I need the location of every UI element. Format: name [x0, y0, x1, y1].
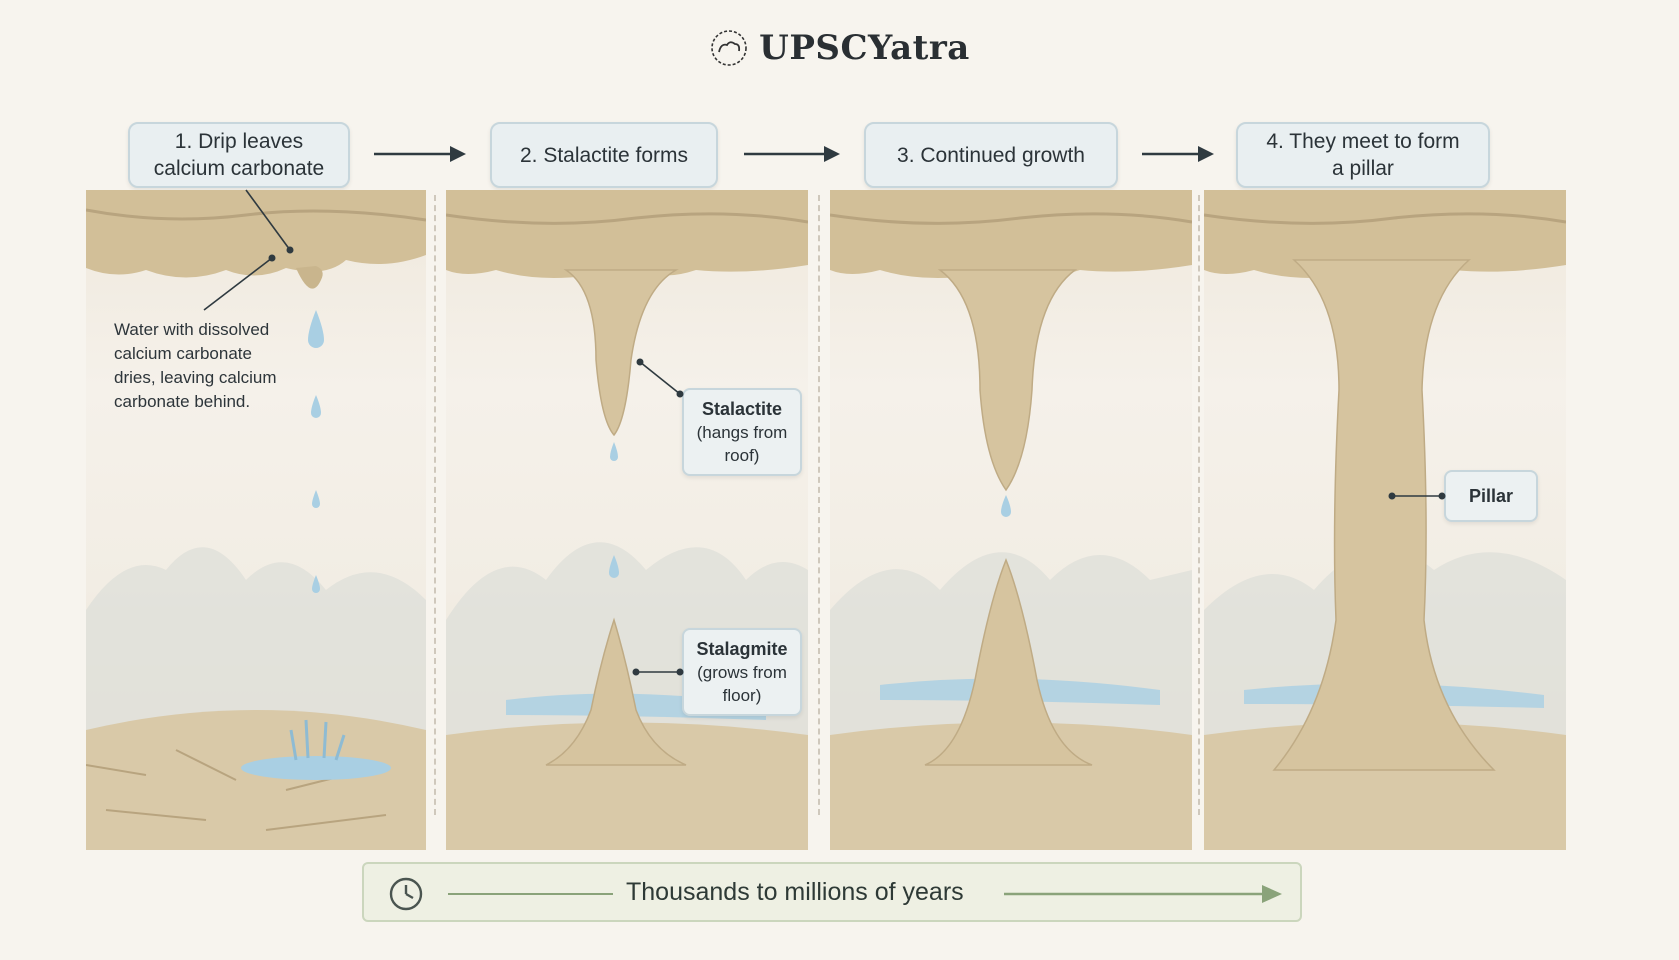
step-3-line1: 3. Continued growth	[897, 143, 1085, 167]
stalagmite	[545, 617, 687, 766]
note-line: Water with dissolved	[114, 320, 270, 339]
small-deposit	[296, 266, 323, 289]
brand-name: UPSCYatra	[759, 28, 970, 68]
panel-drip	[86, 190, 426, 850]
panel-divider	[818, 195, 820, 815]
pillar-callout: Pillar	[1444, 470, 1538, 522]
timeline-label: Thousands to millions of years	[626, 878, 964, 906]
pillar-column	[1272, 259, 1496, 771]
flow-arrow-1	[374, 146, 466, 162]
stalagmite	[924, 557, 1093, 766]
distant-hills	[86, 547, 426, 750]
water-drop	[610, 442, 618, 461]
pillar-callout-title: Pillar	[1468, 485, 1514, 506]
stalagmite-callout-line2: (grows from	[697, 662, 787, 682]
note-line: carbonate behind.	[114, 392, 251, 411]
panel-divider	[434, 195, 436, 815]
panel-growth	[830, 190, 1192, 850]
note-line: dries, leaving calcium	[114, 368, 277, 387]
step-2-label: 2. Stalactite forms	[490, 122, 718, 188]
panel-divider	[1198, 195, 1200, 815]
brain-cloud-icon	[711, 30, 747, 66]
step-4-line1: 4. They meet to form	[1266, 130, 1460, 153]
stalagmite-callout-title: Stalagmite	[696, 638, 788, 659]
flow-arrow-2	[744, 146, 840, 162]
step-1-label: 1. Drip leaves calcium carbonate	[128, 122, 350, 188]
clock-icon	[389, 877, 423, 911]
step-1-line2: calcium carbonate	[153, 157, 325, 180]
water-drop	[308, 310, 324, 348]
cave-roof	[86, 190, 426, 278]
note-line: calcium carbonate	[114, 344, 252, 363]
water-drop	[312, 490, 320, 508]
water-drop	[311, 395, 321, 418]
stalactite-callout-line3: roof)	[724, 445, 760, 465]
cave-floor	[86, 710, 426, 850]
water-drop	[1001, 495, 1011, 517]
stalagmite-callout: Stalagmite (grows from floor)	[682, 628, 802, 716]
step-2-line1: 2. Stalactite forms	[519, 143, 689, 167]
timeline-arrow	[1004, 885, 1282, 903]
cave-floor	[830, 722, 1192, 850]
step-1-line1: 1. Drip leaves	[174, 130, 304, 153]
flow-arrow-3	[1142, 146, 1214, 162]
stalactite-callout-title: Stalactite	[701, 398, 783, 419]
step-4-label: 4. They meet to form a pillar	[1236, 122, 1490, 188]
timeline-line	[448, 893, 613, 895]
step-4-line2: a pillar	[1332, 157, 1394, 180]
stalactite	[563, 269, 679, 437]
panel-stalactite	[446, 190, 808, 850]
splash-puddle	[241, 756, 391, 780]
water-drop	[312, 575, 320, 593]
step-3-label: 3. Continued growth	[864, 122, 1118, 188]
stalactite	[937, 269, 1078, 492]
water-drop	[609, 555, 619, 578]
cave-floor	[446, 722, 808, 850]
brand-header: UPSCYatra	[0, 28, 1679, 68]
stalagmite-callout-line3: floor)	[722, 685, 762, 705]
drip-explanation-note: Water with dissolved calcium carbonate d…	[114, 318, 314, 414]
stalactite-callout: Stalactite (hangs from roof)	[682, 388, 802, 476]
timeline-bar: Thousands to millions of years	[362, 862, 1302, 922]
stalactite-callout-line2: (hangs from	[696, 422, 788, 442]
